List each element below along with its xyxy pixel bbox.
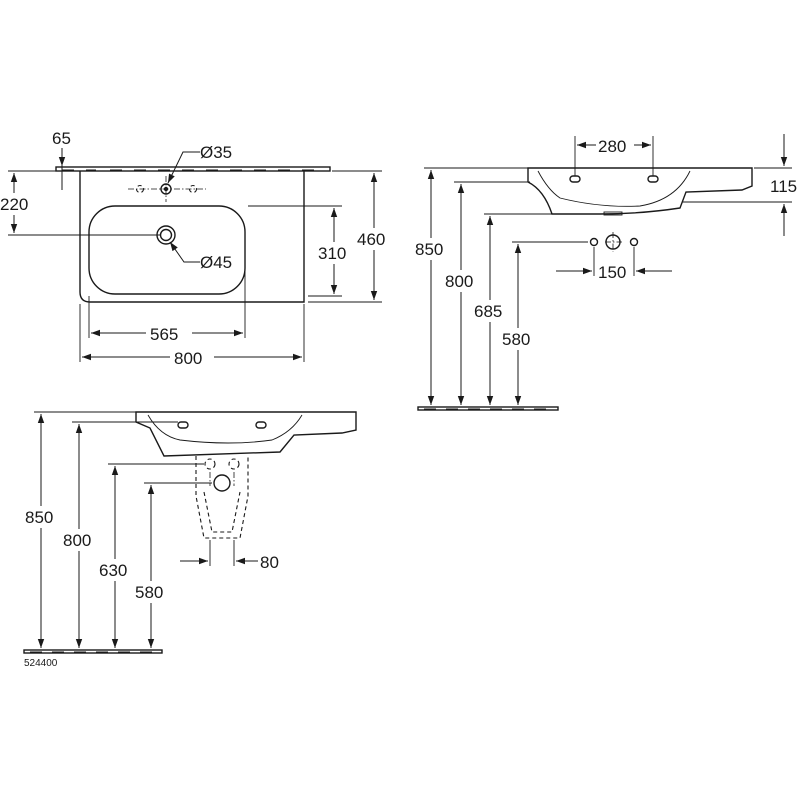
- model-code: 524400: [24, 658, 58, 669]
- dim-total-depth: 460: [357, 230, 385, 249]
- dim-height-rim: 800: [445, 272, 473, 291]
- dim-bowl-depth: 310: [318, 244, 346, 263]
- dim-ledge-depth: 65: [52, 129, 71, 148]
- basin-profile: [527, 167, 753, 215]
- bowl-outline: [88, 205, 246, 295]
- dim-pedestal-height-800: 800: [63, 531, 91, 550]
- dim-height-580: 580: [502, 330, 530, 349]
- waste-pipes: [589, 232, 639, 252]
- pedestal-outline: [195, 456, 249, 539]
- dim-pedestal-height-630: 630: [99, 561, 127, 580]
- pedestal-basin-profile: [135, 411, 357, 457]
- dim-basin-height: 115: [770, 177, 797, 196]
- pedestal-view: 80 524400 850 800 630 580: [23, 411, 357, 669]
- dim-bowl-width: 565: [150, 325, 178, 344]
- dim-height-top: 850: [415, 240, 443, 259]
- dim-pedestal-height-top: 850: [25, 508, 53, 527]
- pedestal-floor-line: [23, 649, 163, 654]
- dim-overflow-height: 220: [0, 195, 28, 214]
- dim-pedestal-offset: 80: [260, 553, 279, 572]
- tap-holes: [128, 176, 206, 202]
- tap-ledge: [55, 166, 331, 172]
- dim-pedestal-height-580: 580: [135, 583, 163, 602]
- dim-drain-diameter: Ø45: [200, 253, 232, 272]
- dim-tap-hole-diameter: Ø35: [200, 143, 232, 162]
- floor-line: [417, 406, 559, 411]
- dim-height-685: 685: [474, 302, 502, 321]
- dim-total-width: 800: [174, 349, 202, 368]
- dim-waste-pipe-spacing: 150: [598, 263, 626, 282]
- top-view: 65 Ø35 220 Ø45 310 460 565: [0, 129, 391, 368]
- dim-fixing-hole-spacing: 280: [598, 137, 626, 156]
- pedestal-pipes: [204, 458, 240, 492]
- basin-outline: [79, 171, 305, 303]
- side-view: 280 115 150 850 800 685 580: [414, 134, 797, 411]
